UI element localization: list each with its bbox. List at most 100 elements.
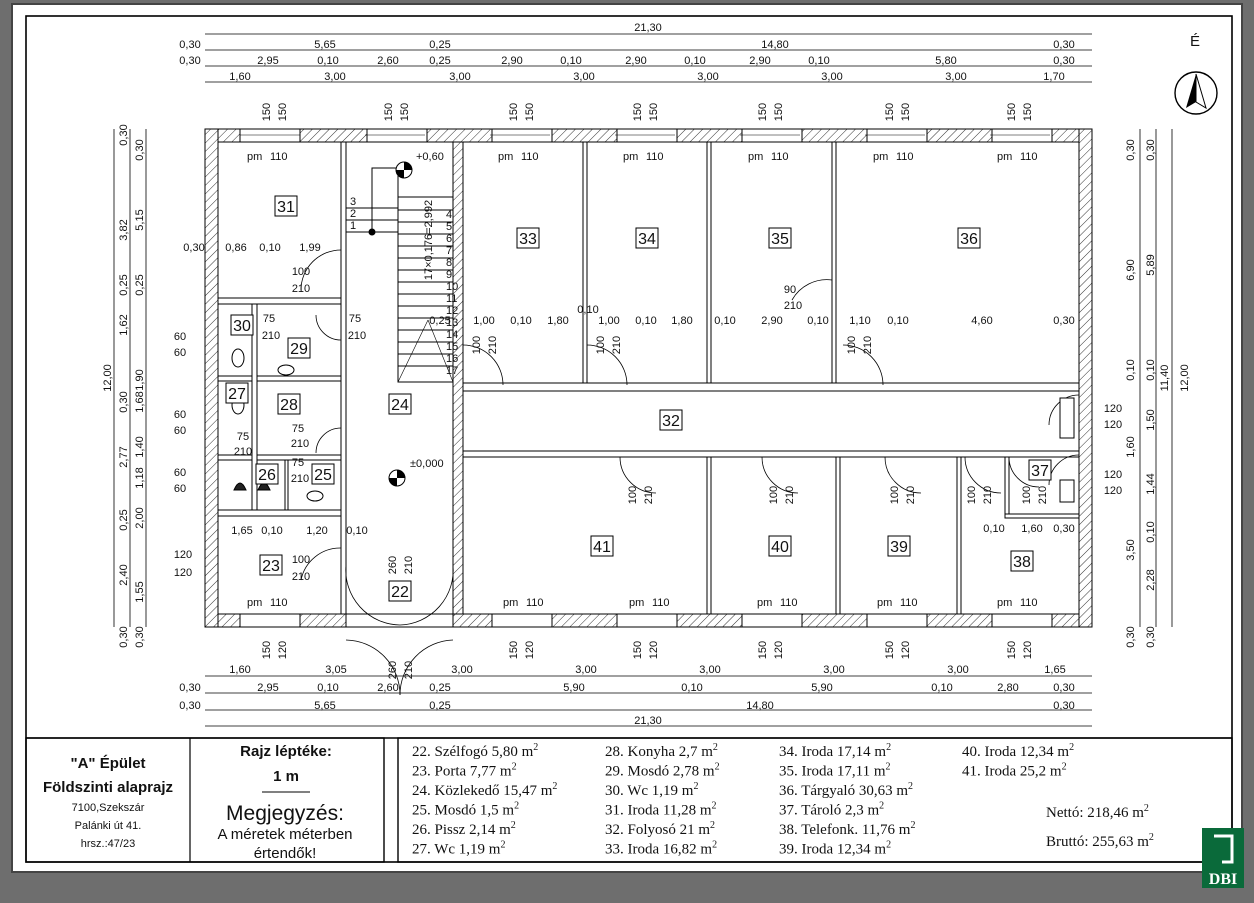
dim-left-inner: 1,40 [134,436,146,457]
dim-top-r2: 2,90 [749,55,770,67]
dimension-lines [113,33,1173,727]
dim-right-outer: 0,30 [1125,139,1137,160]
dim-bot-r2: 5,90 [811,682,832,694]
inner-dimension: 1,00 [598,315,619,327]
inner-dimension: 1,65 [231,525,252,537]
room-number-25: 25 [314,467,332,484]
dim-left-inner: 2,00 [134,507,146,528]
dim-left-inner: 1,68 [134,391,146,412]
dim-bot-r2: 2,60 [377,682,398,694]
room-number-26: 26 [258,467,276,484]
note-title: Megjegyzés: [226,802,344,825]
room-box-36 [957,227,981,249]
sill-height: 150 [277,103,289,121]
sill-height: 150 [884,641,896,659]
dim-right-outer: 0,10 [1125,359,1137,380]
dim-left-outer: 0,25 [118,274,130,295]
window-label: pm [997,151,1012,163]
plan-name: Földszinti alaprajz [43,779,173,796]
stair-step-number: 4 [446,209,452,221]
sill-height: 150 [884,103,896,121]
stair-step-number: 13 [446,317,458,329]
level-ground: ±0,000 [410,458,444,470]
room-number-29: 29 [290,341,308,358]
door-height: 210 [1037,486,1049,504]
sill-height: 150 [524,103,536,121]
dim-right-total: 12,00 [1179,364,1191,392]
room-box-32 [659,409,683,431]
window-label: pm [247,151,262,163]
sill-height: 150 [1006,641,1018,659]
opening-height: 60 [174,347,186,359]
opening-width: 120 [1104,469,1122,481]
door-width: 100 [292,554,310,566]
room-box-38 [1010,550,1034,572]
dim-bot-r2: 2,80 [997,682,1018,694]
door-height: 210 [292,571,310,583]
area-item: 29. Mosdó 2,78 m2 [605,762,720,780]
dim-bot-r1: 1,65 [1044,664,1065,676]
dim-top-r3: 3,00 [697,71,718,83]
room-box-27 [225,382,249,404]
dim-bot-r2: 2,95 [257,682,278,694]
stair-step-number: 14 [446,329,458,341]
door-width: 100 [627,486,639,504]
door-width: 75 [349,313,361,325]
sill-height: 120 [277,641,289,659]
room-box-37 [1028,459,1052,481]
inner-dimension: 1,99 [299,242,320,254]
door-height: 210 [348,330,366,342]
dim-right-inner: 0,30 [1145,626,1157,647]
sill-height: 150 [1022,103,1034,121]
inner-dimension: 0,10 [983,523,1004,535]
area-item: 27. Wc 1,19 m2 [412,840,505,858]
sill-height: 150 [632,641,644,659]
window-label: pm [629,597,644,609]
inner-dimension: 1,80 [671,315,692,327]
note-line-1: A méretek méterben [217,826,352,843]
title-box [25,737,385,863]
dim-bot-r2: 0,10 [931,682,952,694]
door-width: 75 [263,313,275,325]
dim-bot-r1: 3,00 [823,664,844,676]
north-arrow: É [1174,33,1218,115]
sill-height: 150 [399,103,411,121]
opening-width: 60 [174,467,186,479]
door-height: 210 [643,486,655,504]
level-top: +0,60 [416,151,444,163]
area-item: 41. Iroda 25,2 m2 [962,762,1067,780]
room-box-25 [311,463,335,485]
dim-bot-r3: 0,30 [179,700,200,712]
window-width: 110 [896,151,914,163]
area-item: 28. Konyha 2,7 m2 [605,742,718,760]
window-width: 110 [1020,151,1038,163]
dim-right-inner: 0,30 [1145,139,1157,160]
sill-height: 120 [900,641,912,659]
dim-left-inner: 5,15 [134,209,146,230]
area-item: 39. Iroda 12,34 m2 [779,840,891,858]
door-height: 210 [487,336,499,354]
stair-step-number: 2 [350,208,356,220]
window-width: 110 [652,597,670,609]
stair-step-number: 3 [350,196,356,208]
stair-step-number: 16 [446,353,458,365]
dim-top-r3: 1,70 [1043,71,1064,83]
door-height: 210 [291,473,309,485]
dim-bot-r3: 0,25 [429,700,450,712]
room-box-33 [516,227,540,249]
dim-bot-total: 21,30 [634,715,662,727]
window-width: 110 [521,151,539,163]
area-item: 26. Pissz 2,14 m2 [412,820,516,838]
room-box-41 [590,535,614,557]
area-item: 38. Telefonk. 11,76 m2 [779,820,915,838]
door-height: 210 [982,486,994,504]
dim-top-total: 21,30 [634,22,662,34]
stair-note: 17×0,176=2,992 [423,200,435,280]
net-area: Nettó: 218,46 m2 [1046,803,1149,821]
door-height: 210 [862,336,874,354]
dim-left-outer: 2,40 [118,564,130,585]
dim-left-outer: 0,30 [118,391,130,412]
